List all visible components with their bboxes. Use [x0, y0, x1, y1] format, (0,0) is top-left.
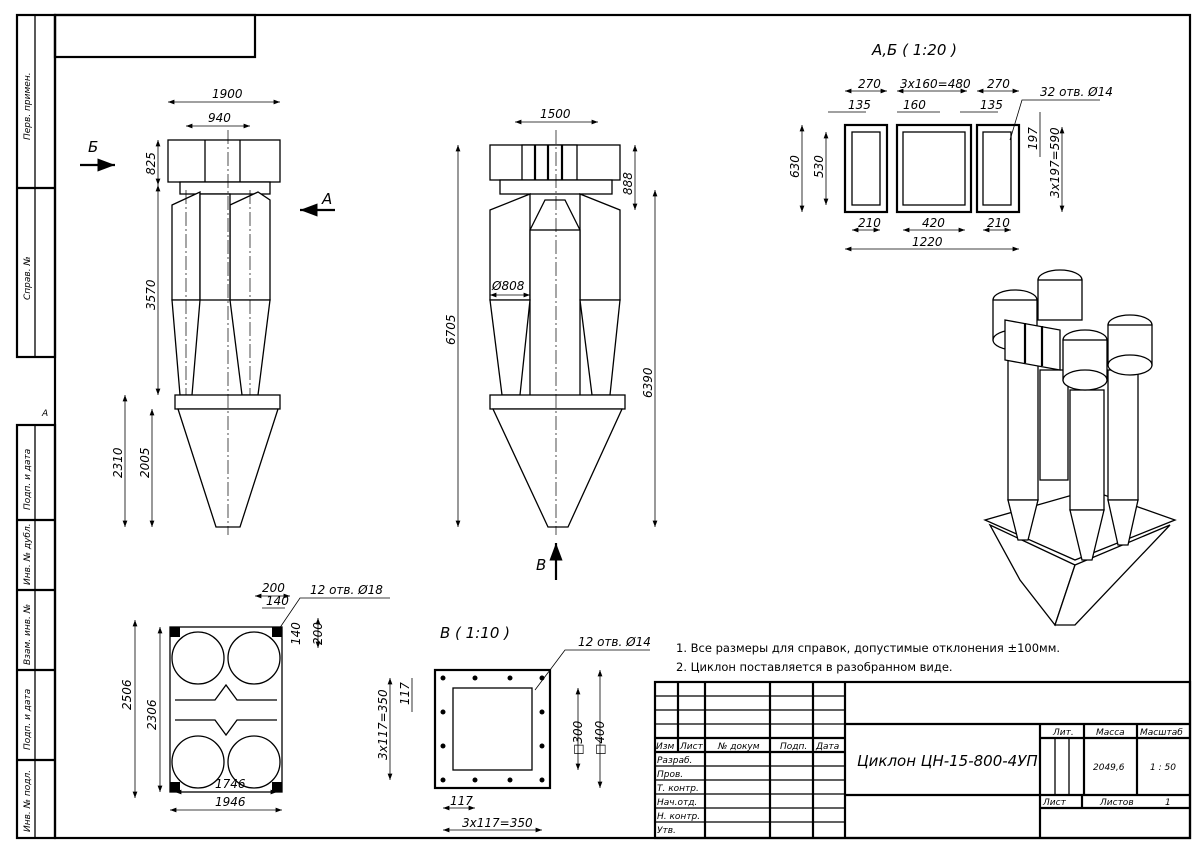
header-sign: Подп. [780, 742, 807, 752]
drawing-title: Циклон ЦН-15-800-4УП [857, 752, 1038, 770]
dim-label: 210 [858, 216, 881, 230]
section-v: В ( 1:10 ) 12 отв. Ø14 117 3x117=350 □30… [376, 624, 651, 833]
dim-label: 3x160=480 [900, 77, 971, 91]
role-label: Пров. [657, 770, 683, 780]
dim-label: 3x117=350 [376, 689, 390, 760]
dim-label: 420 [922, 216, 945, 230]
holes-note: 32 отв. Ø14 [1040, 85, 1113, 99]
dim-label: 197 [1026, 127, 1040, 150]
notes: 1. Все размеры для справок, допустимые о… [676, 641, 1060, 674]
holes-note: 12 отв. Ø18 [310, 583, 383, 597]
dim-label: Ø808 [491, 279, 525, 293]
front-view-left: 1900 940 825 3570 2310 2005 Б A [80, 87, 335, 535]
dim-label: 117 [450, 794, 473, 808]
dim-label: 1746 [215, 777, 246, 791]
dim-label: 940 [208, 111, 231, 125]
dim-label: 1500 [540, 107, 571, 121]
holes-note: 12 отв. Ø14 [578, 635, 651, 649]
side-strip-labels: Перв. примен. Справ. № Подп. и дата Инв.… [23, 72, 48, 832]
view-arrow-v: В [536, 556, 546, 574]
front-view-right: 1500 888 6705 6390 Ø808 В [444, 107, 658, 580]
view-arrow-b: Б [88, 138, 98, 156]
sheet-frame [15, 13, 1192, 840]
dim-label: 2306 [145, 699, 159, 730]
header-izm: Изм [656, 742, 675, 752]
title-block: Изм Лист № докум Подп. Дата Разраб. Пров… [653, 680, 1192, 840]
note: 1. Все размеры для справок, допустимые о… [676, 641, 1060, 655]
sheets-label: Листов [1099, 798, 1134, 808]
dim-label: 3x197=590 [1048, 127, 1062, 198]
dim-label: 2506 [120, 679, 134, 710]
role-label: Разраб. [657, 756, 692, 766]
isometric-view [983, 269, 1177, 627]
side-label: Подп. и дата [23, 449, 33, 510]
view-title: В ( 1:10 ) [440, 624, 510, 642]
dim-label: 3x117=350 [462, 816, 533, 830]
dim-label: 1220 [912, 235, 943, 249]
dim-label: □400 [593, 720, 607, 755]
mass-label: Масса [1096, 728, 1125, 738]
side-label: Перв. примен. [23, 72, 33, 140]
dim-label: 3570 [144, 279, 158, 310]
scale-label: Масштаб [1140, 728, 1183, 738]
dim-label: 2310 [111, 447, 125, 478]
side-mark: A [41, 409, 48, 419]
header-list: Лист [679, 742, 704, 752]
dim-label: 200 [311, 622, 325, 645]
dim-label: 117 [398, 682, 412, 705]
dim-label: 825 [144, 152, 158, 175]
side-label: Инв. № подл. [23, 770, 33, 832]
dim-label: 160 [903, 98, 926, 112]
dim-label: 1946 [215, 795, 246, 809]
dim-label: 270 [858, 77, 881, 91]
side-label: Справ. № [23, 256, 33, 300]
note: 2. Циклон поставляется в разобранном вид… [676, 660, 953, 674]
header-doc: № докум [717, 742, 760, 752]
scale-value: 1 : 50 [1150, 763, 1176, 773]
side-label: Подп. и дата [23, 689, 33, 750]
role-label: Т. контр. [657, 784, 699, 794]
header-date: Дата [815, 742, 839, 752]
dim-label: 2005 [138, 447, 152, 478]
dim-label: 140 [289, 622, 303, 645]
sheet-label: Лист [1042, 798, 1067, 808]
side-label: Инв. № дубл. [23, 523, 33, 585]
sheets-value: 1 [1165, 798, 1171, 808]
mass-value: 2049,6 [1093, 763, 1125, 773]
dim-label: 1900 [212, 87, 243, 101]
dim-label: 200 [262, 581, 285, 595]
dim-label: 530 [812, 155, 826, 178]
side-label: Взам. инв. № [23, 604, 33, 665]
dim-label: 135 [980, 98, 1003, 112]
dim-label: 6390 [641, 367, 655, 398]
dim-label: □300 [571, 720, 585, 755]
section-ab: А,Б ( 1:20 ) 270 3x160=480 270 135 160 1… [788, 41, 1113, 252]
lit-label: Лит. [1052, 728, 1074, 738]
plan-view: 2506 2306 1746 1946 200 140 140 200 12 о… [120, 581, 390, 813]
dim-label: 888 [621, 172, 635, 195]
view-title: А,Б ( 1:20 ) [871, 41, 957, 59]
dim-label: 6705 [444, 314, 458, 345]
dim-label: 135 [848, 98, 871, 112]
role-label: Утв. [657, 826, 676, 836]
dim-label: 140 [266, 594, 289, 608]
dim-label: 210 [987, 216, 1010, 230]
role-label: Нач.отд. [657, 798, 697, 808]
dim-label: 270 [987, 77, 1010, 91]
dim-label: 630 [788, 155, 802, 178]
role-label: Н. контр. [657, 812, 700, 822]
view-arrow-a: A [321, 190, 332, 208]
